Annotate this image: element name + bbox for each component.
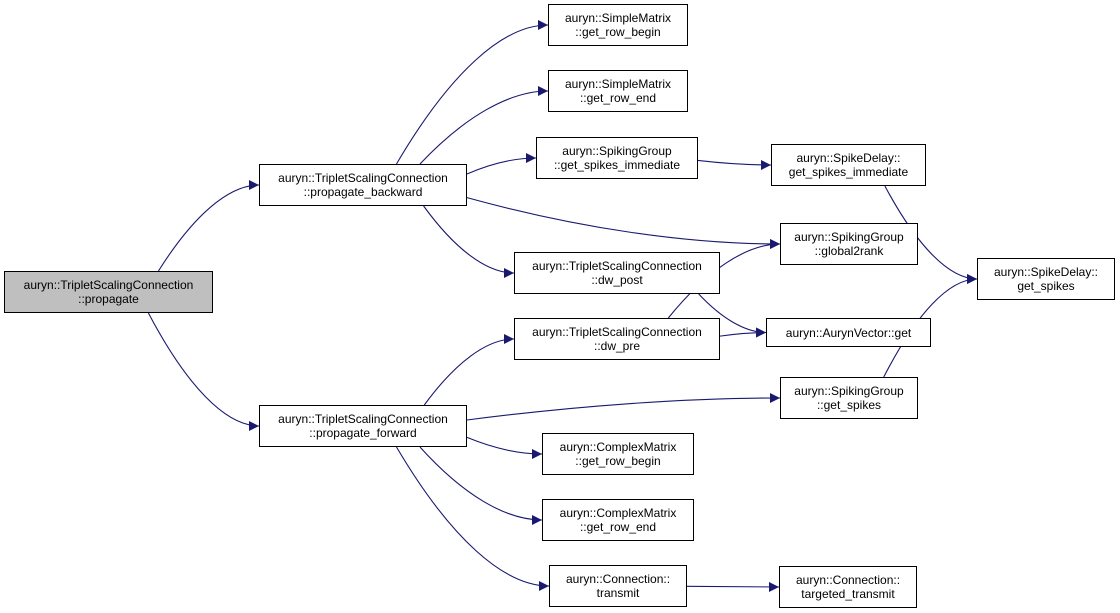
node-dw-pre[interactable]: auryn::TripletScalingConnection ::dw_pre [514, 318, 720, 360]
node-label-line: ::get_row_begin [575, 454, 661, 468]
node-label-line: ::get_row_end [579, 520, 657, 534]
edge-layer [147, 20, 978, 592]
node-spikinggroup-get-spikes[interactable]: auryn::SpikingGroup ::get_spikes [780, 377, 918, 419]
node-label-line: auryn::SpikeDelay:: [993, 265, 1099, 279]
edge-propagate_forward-to-cm_get_row_begin [466, 436, 543, 459]
node-spikedelay-get-spikes[interactable]: auryn::SpikeDelay:: get_spikes [977, 258, 1115, 300]
edge-propagate_forward-to-sg_get_spikes [466, 393, 781, 421]
edge-propagate_forward-to-transmit [395, 446, 550, 591]
node-aurynvector-get[interactable]: auryn::AurynVector::get [766, 318, 931, 347]
node-label-line: auryn::SpikingGroup [794, 230, 904, 244]
node-label-line: auryn::TripletScalingConnection [532, 259, 702, 273]
node-label-line: auryn::TripletScalingConnection [278, 171, 448, 185]
node-label-line: auryn::TripletScalingConnection [532, 325, 702, 339]
node-connection-transmit[interactable]: auryn::Connection:: transmit [549, 565, 687, 607]
node-label-line: auryn::AurynVector::get [785, 325, 912, 340]
node-label-line: ::dw_pre [593, 339, 641, 353]
node-connection-targeted-transmit[interactable]: auryn::Connection:: targeted_transmit [779, 566, 917, 608]
node-label-line: get_spikes [1017, 279, 1075, 293]
node-label-line: auryn::ComplexMatrix [559, 506, 677, 520]
edge-sg_get_spikes-to-sd_get_spikes [883, 274, 978, 378]
node-label-line: ::dw_post [591, 273, 643, 287]
node-label-line: transmit [596, 586, 640, 600]
node-label-line: auryn::TripletScalingConnection [278, 412, 448, 426]
node-spikinggroup-global2rank[interactable]: auryn::SpikingGroup ::global2rank [780, 223, 918, 265]
edge-propagate_backward-to-dw_post [423, 205, 515, 278]
node-dw-post[interactable]: auryn::TripletScalingConnection ::dw_pos… [514, 252, 720, 294]
node-complexmatrix-get-row-end[interactable]: auryn::ComplexMatrix ::get_row_end [542, 499, 694, 541]
edge-propagate_backward-to-global2rank [466, 197, 781, 249]
node-label-line: ::propagate [78, 292, 139, 306]
node-label-line: ::get_row_begin [575, 25, 661, 39]
node-simplematrix-get-row-end[interactable]: auryn::SimpleMatrix ::get_row_end [548, 70, 688, 112]
edge-propagate_forward-to-cm_get_row_end [419, 446, 543, 525]
edge-propagate-to-propagate_forward [147, 312, 260, 431]
edge-propagate-to-propagate_backward [157, 180, 260, 272]
edge-dw_pre-to-aurynvector_get [719, 327, 767, 338]
node-label-line: auryn::TripletScalingConnection [23, 278, 194, 292]
edge-propagate_backward-to-sm_get_row_begin [395, 20, 549, 165]
node-spikinggroup-get-spikes-immediate[interactable]: auryn::SpikingGroup ::get_spikes_immedia… [536, 137, 698, 179]
node-label-line: auryn::SpikingGroup [562, 144, 672, 158]
node-propagate-backward[interactable]: auryn::TripletScalingConnection ::propag… [259, 164, 467, 206]
node-complexmatrix-get-row-begin[interactable]: auryn::ComplexMatrix ::get_row_begin [542, 433, 694, 475]
node-label-line: auryn::Connection:: [565, 572, 671, 586]
node-label-line: auryn::ComplexMatrix [559, 440, 677, 454]
node-label-line: ::global2rank [814, 244, 884, 258]
edge-propagate_forward-to-dw_pre [423, 334, 515, 406]
node-label-line: ::get_spikes [816, 398, 882, 412]
node-propagate-forward[interactable]: auryn::TripletScalingConnection ::propag… [259, 405, 467, 447]
node-label-line: auryn::SimpleMatrix [564, 11, 672, 25]
edge-transmit-to-targeted_transmit [686, 581, 780, 592]
node-label-line: ::get_spikes_immediate [553, 158, 681, 172]
edge-sg_get_spikes_immediate-to-sd_get_spikes_immediate [697, 159, 772, 170]
node-simplematrix-get-row-begin[interactable]: auryn::SimpleMatrix ::get_row_begin [548, 4, 688, 46]
node-label-line: targeted_transmit [801, 587, 895, 601]
edge-propagate_backward-to-sm_get_row_end [419, 86, 549, 165]
node-label-line: ::propagate_backward [303, 185, 423, 199]
node-label-line: ::propagate_forward [309, 426, 417, 440]
node-label-line: auryn::SpikingGroup [794, 384, 904, 398]
node-label-line: auryn::Connection:: [795, 573, 901, 587]
node-label-line: get_spikes_immediate [788, 165, 909, 179]
edge-propagate_backward-to-sg_get_spikes_immediate [466, 153, 537, 175]
node-propagate[interactable]: auryn::TripletScalingConnection ::propag… [4, 271, 213, 313]
node-label-line: ::get_row_end [579, 91, 657, 105]
node-label-line: auryn::SimpleMatrix [564, 77, 672, 91]
node-spikedelay-get-spikes-immediate[interactable]: auryn::SpikeDelay:: get_spikes_immediate [771, 144, 926, 186]
node-label-line: auryn::SpikeDelay:: [796, 151, 901, 165]
edge-dw_pre-to-global2rank [667, 239, 781, 319]
